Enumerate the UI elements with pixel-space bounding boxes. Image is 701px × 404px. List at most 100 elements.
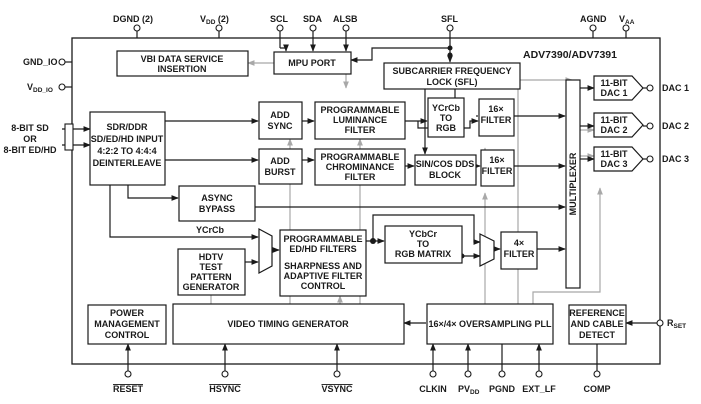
pin-vdd: VDD (2) <box>200 14 229 26</box>
sdr-label-2: SD/ED/HD INPUT <box>91 134 164 144</box>
lum-label-1: PROGRAMMABLE <box>321 105 400 115</box>
top-pin-labels: DGND (2) VDD (2) SCL SDA ALSB SFL AGND V… <box>113 14 635 26</box>
vbi-block: VBI DATA SERVICE INSERTION <box>116 50 249 77</box>
chip-outline <box>71 37 661 365</box>
edhd-label-4: SHARPNESS AND <box>284 261 362 271</box>
filt16b-label-2: FILTER <box>482 166 513 176</box>
sdr-label-1: SDR/DDR <box>106 122 148 132</box>
sdr-label-4: DEINTERLEAVE <box>93 158 162 168</box>
pin-reset: RESET <box>113 384 144 394</box>
luminance-filter-block: PROGRAMMABLE LUMINANCE FILTER <box>314 101 406 140</box>
pin-comp: COMP <box>584 384 611 394</box>
pin-dac1: DAC 1 <box>662 83 689 93</box>
matrix-label-1: YCbCr <box>409 229 437 239</box>
filter-4x-block: 4× FILTER <box>500 231 538 270</box>
vtg-label: VIDEO TIMING GENERATOR <box>227 319 349 329</box>
pin-vaa: VAA <box>619 14 635 26</box>
vbi-label-1: VBI DATA SERVICE <box>141 54 224 64</box>
pin-scl: SCL <box>270 14 289 24</box>
power-label-3: CONTROL <box>105 330 150 340</box>
pin-circles <box>58 24 664 378</box>
edhd-input-mux <box>258 227 273 275</box>
add-burst-label-1: ADD <box>270 156 290 166</box>
hdtv-test-pattern-block: HDTV TEST PATTERN GENERATOR <box>177 248 246 296</box>
oversampling-pll-block: 16×/4× OVERSAMPLING PLL <box>426 303 554 345</box>
power-management-block: POWER MANAGEMENT CONTROL <box>87 304 167 345</box>
video-timing-generator-block: VIDEO TIMING GENERATOR <box>172 303 405 345</box>
pin-sfl: SFL <box>441 14 459 24</box>
chip-title: ADV7390/ADV7391 <box>523 49 617 61</box>
add-sync-block: ADD SYNC <box>258 101 303 140</box>
dac3-label-1: 11-BIT <box>600 149 628 159</box>
power-label-2: MANAGEMENT <box>94 319 160 329</box>
pin-input-line1: 8-BIT SD <box>11 123 49 133</box>
dac1-label-2: DAC 1 <box>600 88 627 98</box>
chrominance-filter-block: PROGRAMMABLE CHROMINANCE FILTER <box>314 148 406 186</box>
mpu-port-block: MPU PORT <box>273 51 352 75</box>
dac2-block: 11-BIT DAC 2 <box>593 112 644 138</box>
sincos-label-1: SIN/COS DDS <box>416 159 475 169</box>
sincos-dds-block: SIN/COS DDS BLOCK <box>414 154 477 186</box>
pin-ext-lf: EXT_LF <box>522 384 556 394</box>
power-label-1: POWER <box>110 308 145 318</box>
add-burst-block: ADD BURST <box>258 148 303 185</box>
pin-input-line3: 8-BIT ED/HD <box>3 145 57 155</box>
gray-wires <box>208 60 603 312</box>
vbi-label-2: INSERTION <box>157 64 206 74</box>
ycrcb-wire-label: YCrCb <box>196 225 225 235</box>
ycbcr-to-rgb-matrix-block: YCbCr TO RGB MATRIX <box>384 225 463 264</box>
chrom-label-2: CHROMINANCE <box>326 162 395 172</box>
async-label-1: ASYNC <box>201 193 233 203</box>
pin-rset: RSET <box>667 318 686 330</box>
mux-label: MULTIPLEXER <box>568 152 578 215</box>
reference-cable-detect-block: REFERENCE AND CABLE DETECT <box>568 304 627 345</box>
ref-label-2: AND CABLE <box>571 319 624 329</box>
pin-vdd-io: VDD_IO <box>27 82 53 94</box>
pin-clkin: CLKIN <box>419 384 447 394</box>
async-label-2: BYPASS <box>199 204 235 214</box>
filt16a-label-1: 16× <box>488 104 503 114</box>
right-pin-labels: DAC 1 DAC 2 DAC 3 RSET <box>662 83 689 330</box>
hdtv-label-3: PATTERN <box>190 272 231 282</box>
bottom-pin-labels: RESET HSYNC VSYNC CLKIN PVDD PGND EXT_LF… <box>113 384 611 396</box>
ycrcb-rgb-label-3: RGB <box>436 123 457 133</box>
left-pin-labels: GND_IO VDD_IO 8-BIT SD OR 8-BIT ED/HD <box>3 57 57 155</box>
sdr-input-block: SDR/DDR SD/ED/HD INPUT 4:2:2 TO 4:4:4 DE… <box>89 111 166 186</box>
filt16b-label-1: 16× <box>489 155 504 165</box>
edhd-label-5: ADAPTIVE FILTER <box>284 271 363 281</box>
chrom-label-1: PROGRAMMABLE <box>321 152 400 162</box>
hdtv-label-4: GENERATOR <box>183 282 240 292</box>
dac1-label-1: 11-BIT <box>600 78 628 88</box>
pin-vsync: VSYNC <box>321 384 353 394</box>
ycrcb-to-rgb-block: YCrCb TO RGB <box>427 97 465 138</box>
ycrcb-rgb-label-1: YCrCb <box>432 103 461 113</box>
lum-label-3: FILTER <box>345 125 376 135</box>
async-bypass-block: ASYNC BYPASS <box>178 185 256 222</box>
add-sync-label-2: SYNC <box>267 121 293 131</box>
hdtv-label-2: TEST <box>199 262 223 272</box>
sfl-label-2: LOCK (SFL) <box>427 77 478 87</box>
ref-label-3: DETECT <box>579 330 616 340</box>
dac3-block: 11-BIT DAC 3 <box>593 146 644 172</box>
edhd-label-2: ED/HD FILTERS <box>289 244 356 254</box>
filter-16x-bottom-block: 16× FILTER <box>480 149 515 187</box>
filt4-label-1: 4× <box>514 238 524 248</box>
sincos-label-2: BLOCK <box>429 170 461 180</box>
matrix-label-2: TO <box>417 239 429 249</box>
mpu-label: MPU PORT <box>288 58 336 68</box>
hdtv-label-1: HDTV <box>199 252 224 262</box>
pin-alsb: ALSB <box>333 14 358 24</box>
dac3-label-2: DAC 3 <box>600 159 627 169</box>
filter-4x-input-mux <box>479 233 495 267</box>
add-sync-label-1: ADD <box>270 110 290 120</box>
filt16a-label-2: FILTER <box>481 115 512 125</box>
lum-label-2: LUMINANCE <box>333 115 387 125</box>
pin-pgnd: PGND <box>489 384 516 394</box>
filt4-label-2: FILTER <box>504 249 535 259</box>
sfl-label-1: SUBCARRIER FREQUENCY <box>392 66 511 76</box>
chrom-label-3: FILTER <box>345 172 376 182</box>
pll-label: 16×/4× OVERSAMPLING PLL <box>428 319 552 329</box>
multiplexer-block: MULTIPLEXER <box>565 79 581 289</box>
ref-label-1: REFERENCE <box>569 308 625 318</box>
pin-dac3: DAC 3 <box>662 154 689 164</box>
